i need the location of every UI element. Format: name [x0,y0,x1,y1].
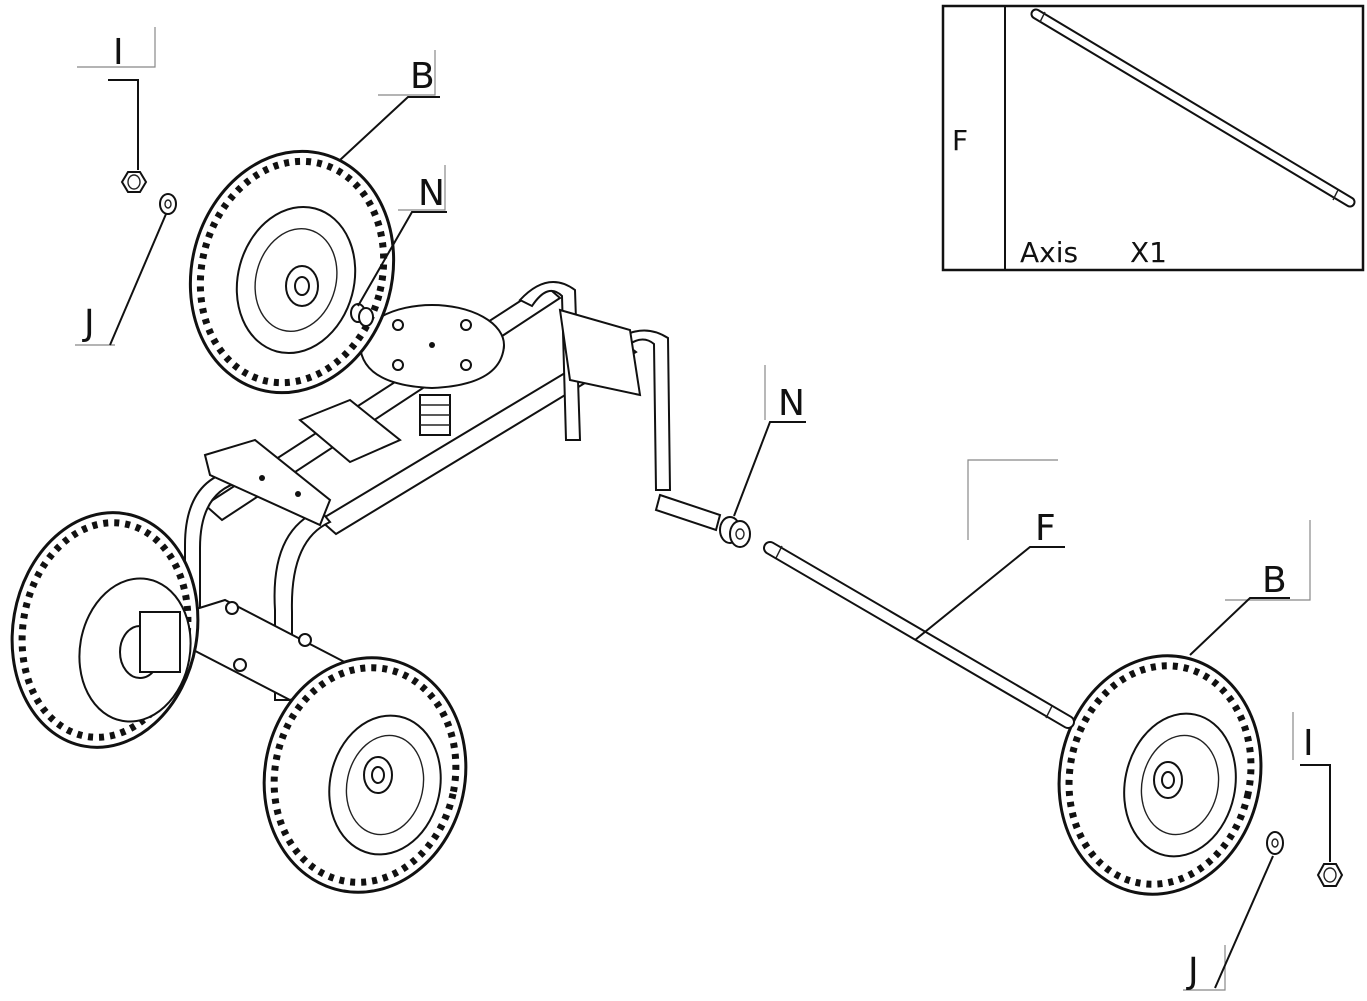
label-i-right: I [1303,723,1314,764]
inset-part-name: Axis [1020,236,1078,269]
washer-top-left [159,193,177,215]
inset-quantity: X1 [1130,236,1167,269]
cart-frame [142,281,722,702]
washer-bottom-right [1266,831,1284,855]
label-b-top: B [410,56,435,97]
inset-box: F Axis X1 [941,4,1365,272]
callout-leaders [75,27,1331,991]
label-b-right: B [1262,560,1287,601]
wheel-front-right [262,656,468,894]
wheel-rear-right [1057,654,1263,896]
label-f-middle: F [1035,508,1056,549]
wheel-front-left [10,511,200,749]
nut-top-left [120,171,148,193]
label-j-top: J [82,303,95,344]
label-n-middle: N [778,383,805,424]
inset-part-letter: F [952,124,968,157]
label-i-top: I [113,32,124,73]
bushing-top [350,303,374,327]
label-n-top: N [418,173,445,214]
inset-axle-rod [1030,8,1356,208]
label-j-bottom: J [1186,951,1199,992]
wheel-top-left [188,149,396,395]
nut-bottom-right [1316,863,1344,887]
bushing-middle [719,516,751,548]
axle-rod [763,541,1075,729]
